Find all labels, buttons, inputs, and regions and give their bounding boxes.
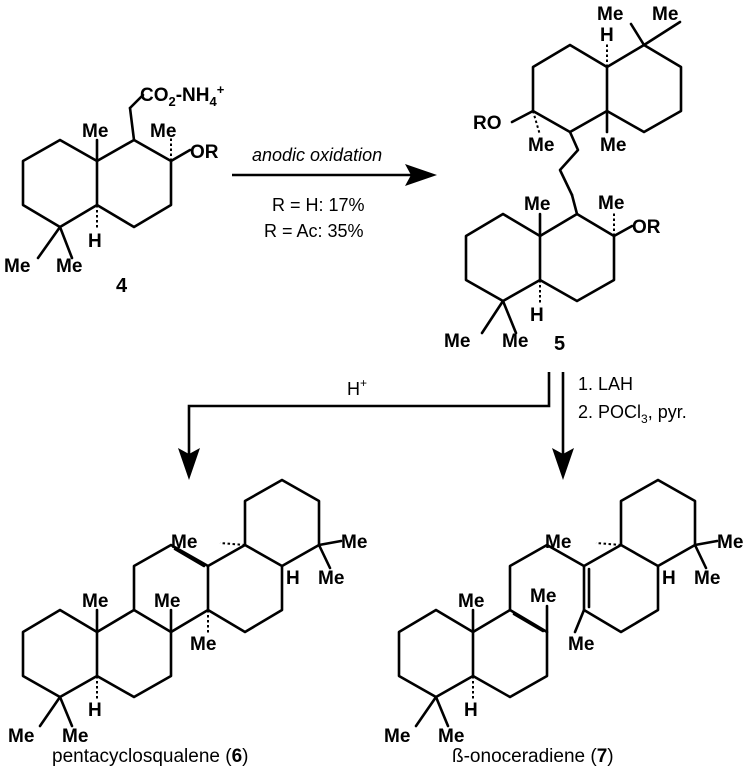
c4-me-gem1: Me (4, 256, 30, 277)
c5-me-mid2: Me (600, 135, 626, 156)
c4-me-angular: Me (82, 121, 108, 142)
c5-me-bot1: Me (444, 331, 470, 352)
c7-me-c: Me (694, 568, 720, 589)
compound-5: Me Me H RO Me Me Me Me OR H Me Me 5 (444, 4, 683, 355)
c6-h-a: H (286, 568, 300, 589)
c5-me-top1: Me (597, 4, 623, 25)
c5-me-mid1: Me (528, 135, 554, 156)
condition-anodic-oxidation: anodic oxidation (252, 145, 382, 165)
compound-6: Me Me Me H Me Me Me H Me Me pentacyclosq… (8, 478, 367, 767)
c7-me-h: Me (438, 726, 464, 747)
c7-me-f: Me (568, 634, 594, 655)
c6-me-a: Me (171, 532, 197, 553)
condition-step1: 1. LAH (578, 374, 633, 394)
condition-step2: 2. POCl3, pyr. (578, 402, 687, 426)
c5-me-top2: Me (652, 4, 678, 25)
compound-4: CO2-NH4+ Me Me OR H Me Me 4 (4, 82, 225, 297)
c5-or: OR (632, 217, 661, 238)
c5-number: 5 (554, 333, 565, 355)
arrow-acid: H+ (178, 372, 551, 480)
c6-me-f: Me (190, 634, 216, 655)
c5-me-low2: Me (598, 193, 624, 214)
c6-me-d: Me (82, 591, 108, 612)
c7-me-e: Me (530, 586, 556, 607)
condition-yield-h: R = H: 17% (272, 195, 365, 215)
condition-yield-ac: R = Ac: 35% (264, 221, 364, 241)
c6-caption: pentacyclosqualene (6) (52, 746, 248, 767)
c6-me-h: Me (62, 726, 88, 747)
c7-caption: ß-onoceradiene (7) (452, 746, 614, 767)
c5-ro: RO (473, 113, 502, 134)
c4-or: OR (190, 142, 219, 163)
c4-number: 4 (116, 275, 128, 297)
arrow-lah-pocl3: 1. LAH 2. POCl3, pyr. (552, 372, 687, 480)
c6-me-e: Me (154, 591, 180, 612)
arrow-anodic-oxidation: anodic oxidation R = H: 17% R = Ac: 35% (232, 145, 437, 241)
c4-me-gem2: Me (56, 256, 82, 277)
compound-7: Me Me Me H Me Me Me H Me Me ß-onoceradie… (384, 478, 743, 767)
condition-acid: H+ (347, 376, 367, 399)
c5-me-bot2: Me (502, 331, 528, 352)
c4-h: H (88, 231, 102, 252)
c6-h-b: H (88, 700, 102, 721)
c7-me-g: Me (384, 726, 410, 747)
c7-me-d: Me (458, 591, 484, 612)
c5-me-low1: Me (524, 194, 550, 215)
c7-h-a: H (662, 568, 676, 589)
c6-me-b: Me (341, 532, 367, 553)
c6-me-c: Me (318, 568, 344, 589)
c4-me-carbinol: Me (150, 121, 176, 142)
c5-h-low: H (530, 305, 544, 326)
c7-me-a: Me (545, 532, 571, 553)
c4-co2-label: CO2-NH4+ (140, 82, 225, 109)
c7-h-b: H (464, 700, 478, 721)
c5-h-top: H (600, 25, 614, 46)
c7-me-b: Me (717, 532, 743, 553)
c6-me-g: Me (8, 726, 34, 747)
